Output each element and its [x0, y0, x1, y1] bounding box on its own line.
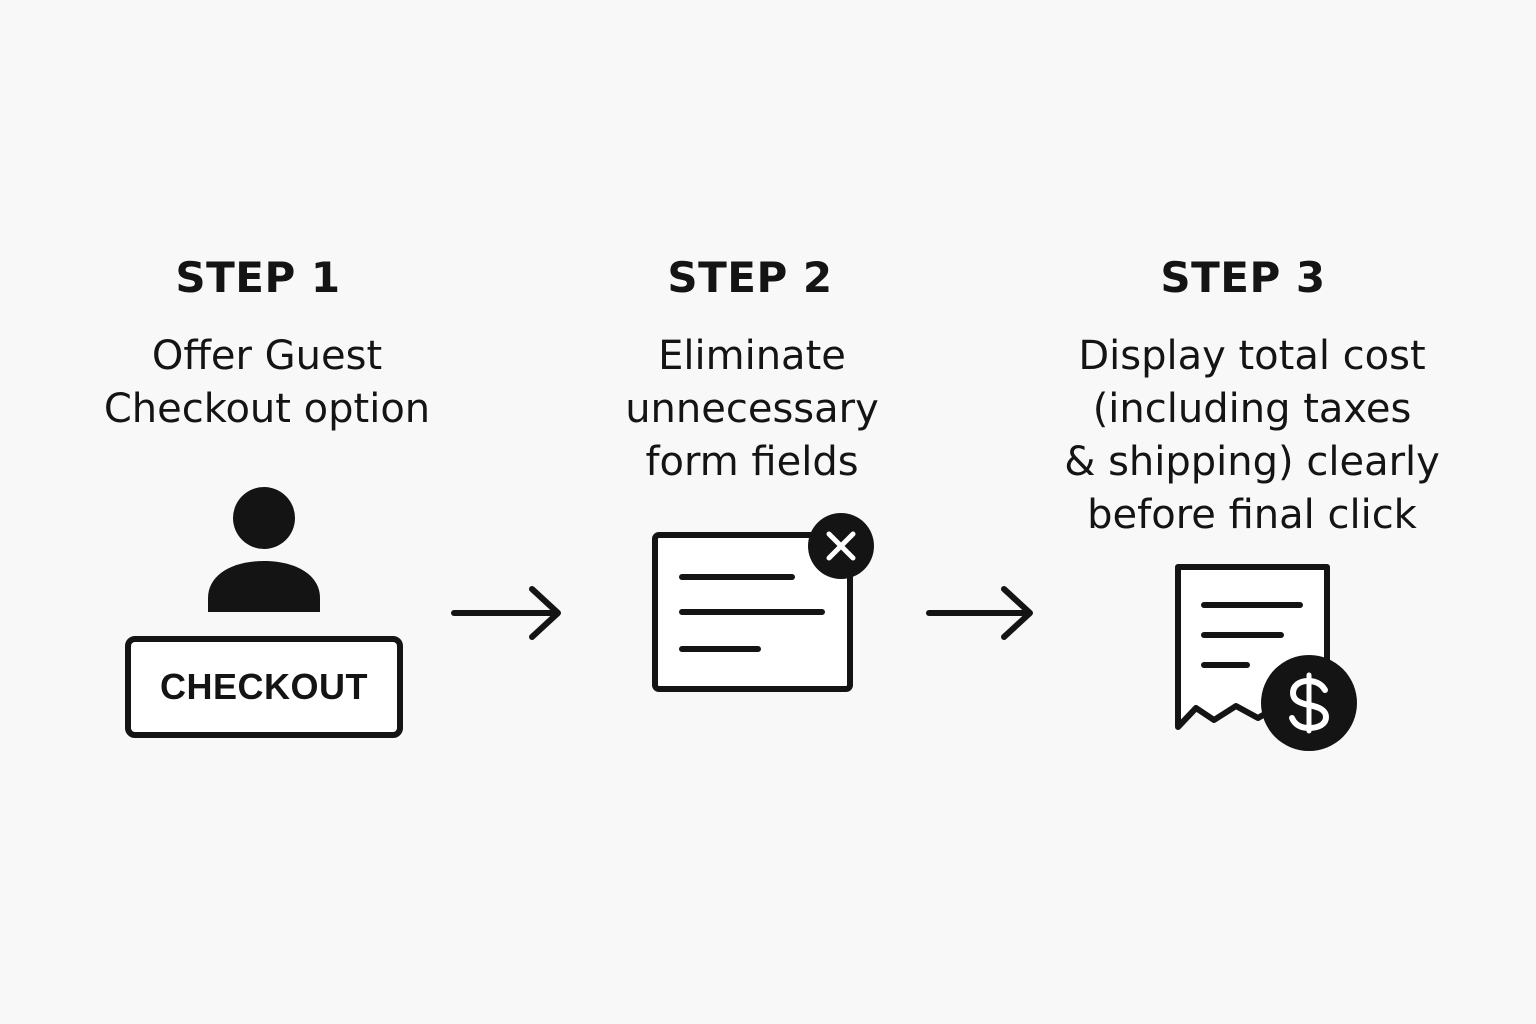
checkout-label: CHECKOUT	[160, 666, 368, 707]
step-3-title: STEP 3	[1160, 253, 1326, 302]
step-3-description: Display total cost (including taxes & sh…	[992, 330, 1512, 542]
step-2-description: Eliminate unnecessary form fields	[492, 330, 1012, 489]
step-1-description-line: Checkout option	[103, 386, 431, 432]
dollar-icon	[1261, 655, 1357, 751]
step-1-description: Offer Guest Checkout option	[7, 330, 527, 436]
user-body	[208, 561, 320, 612]
step-3-description-line: (including taxes	[1092, 386, 1412, 432]
step-2-description-line: form fields	[645, 439, 859, 485]
step-2-description-line: Eliminate	[658, 333, 846, 379]
step-3-description-line: before final click	[1087, 492, 1417, 538]
checkout-button-frame	[125, 636, 403, 738]
step-1-description-line: Offer Guest	[151, 333, 383, 379]
step-1-title: STEP 1	[175, 253, 341, 302]
step-2-title: STEP 2	[667, 253, 833, 302]
step-3-description-line: & shipping) clearly	[1064, 439, 1440, 485]
user-head	[233, 487, 295, 549]
step-2-description-line: unnecessary	[625, 386, 879, 432]
step-3-description-line: Display total cost	[1078, 333, 1426, 379]
close-icon	[808, 513, 874, 579]
